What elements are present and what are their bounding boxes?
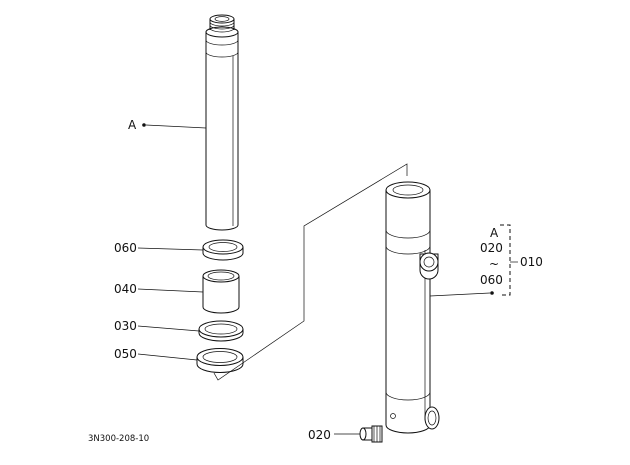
- assembly-line: [213, 163, 408, 381]
- seal-050: [196, 348, 244, 373]
- leader-lines: [137, 123, 494, 435]
- label-030: 030: [114, 319, 137, 333]
- label-tube-a: A: [128, 118, 137, 132]
- label-040: 040: [114, 282, 137, 296]
- grease-fitting-020: [359, 425, 383, 443]
- group-label-tilde: ~: [489, 257, 499, 271]
- seal-060: [202, 239, 244, 261]
- label-010: 010: [520, 255, 543, 269]
- piston-tube: [205, 14, 239, 231]
- label-050: 050: [114, 347, 137, 361]
- label-020: 020: [308, 428, 331, 442]
- drawing-code: 3N300-208-10: [88, 434, 149, 444]
- cylinder-body: [385, 181, 440, 434]
- label-060: 060: [114, 241, 137, 255]
- ring-030: [198, 320, 244, 342]
- group-label-020: 020: [480, 241, 503, 255]
- group-label-a: A: [490, 226, 499, 240]
- group-bracket: [500, 224, 518, 296]
- group-label-060: 060: [480, 273, 503, 287]
- bushing-040: [202, 269, 240, 314]
